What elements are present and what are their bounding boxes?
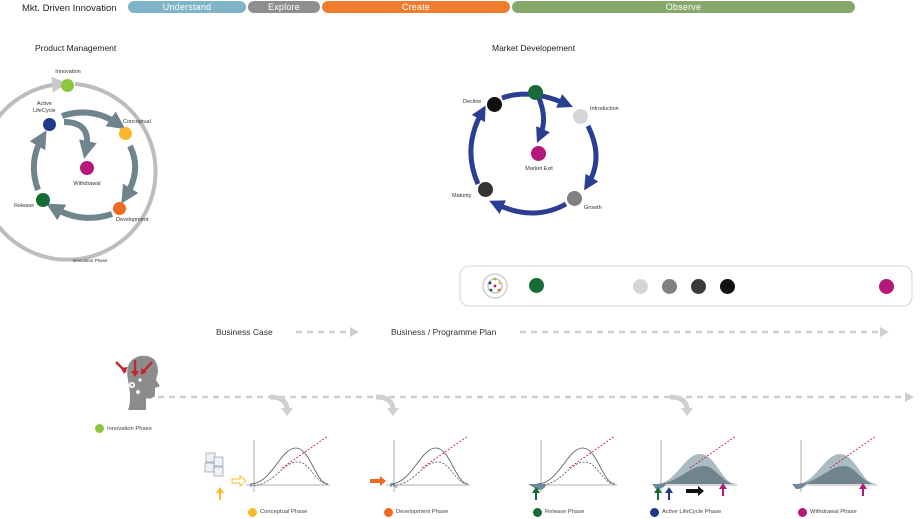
legend-dot-magenta <box>879 279 894 294</box>
development-phase-label: Development Phase <box>396 509 449 515</box>
cycle-arrow-left <box>29 130 47 192</box>
conceptual-label: Conceptual <box>123 119 151 125</box>
market-development-title: Market Developement <box>492 43 576 53</box>
active-lifecycle-label: Active LifeCycle <box>33 101 56 114</box>
innovation-phase-ring-label: Innovation Phase <box>72 258 108 263</box>
withdrawal-node <box>80 161 94 175</box>
market-exit-node <box>531 146 546 161</box>
cycle-arrow-top <box>61 109 126 130</box>
legend-dot-black <box>720 279 735 294</box>
market-arrow-bottom <box>489 200 568 216</box>
cycle-arrow-inner <box>63 119 97 159</box>
innovation-label: Innovation <box>55 69 81 75</box>
conceptual-chart <box>204 435 330 500</box>
release-label: Release <box>14 203 35 209</box>
market-arrow-left <box>468 105 486 186</box>
active-lifecycle-phase-dot <box>650 508 659 517</box>
market-arrow-inner <box>535 94 550 143</box>
page-title: Mkt. Driven Innovation <box>22 3 117 14</box>
withdrawal-label: Withdrawal <box>73 181 101 187</box>
cycle-arrow-bottom <box>46 203 113 221</box>
market-top-node <box>528 85 543 100</box>
introduction-node <box>573 109 588 124</box>
release-chart <box>528 435 617 500</box>
active-lifecycle-node <box>43 118 56 131</box>
market-arrow-right <box>584 124 599 191</box>
product-management-title: Product Management <box>35 43 117 53</box>
decline-node <box>487 97 502 112</box>
development-label: Development <box>116 217 149 223</box>
innovation-ring <box>0 76 158 262</box>
stage-understand[interactable]: Understand <box>128 1 246 13</box>
active-lifecycle-chart <box>652 435 737 500</box>
release-phase-dot <box>533 508 542 517</box>
maturity-node <box>478 182 493 197</box>
legend-dot-lightgrey <box>633 279 648 294</box>
withdrawal-chart <box>792 435 877 496</box>
cycle-arrow-right <box>121 144 139 204</box>
programme-plan-label: Business / Programme Plan <box>391 327 497 337</box>
decline-label: Decline <box>463 99 482 105</box>
stage-explore[interactable]: Explore <box>248 1 320 13</box>
legend-dot-darkgrey <box>691 279 706 294</box>
development-phase-dot <box>384 508 393 517</box>
development-chart <box>370 435 470 492</box>
business-case-label: Business Case <box>216 327 273 337</box>
withdrawal-phase-label: Withdrawal Phase <box>810 509 857 515</box>
maturity-label: Maturity <box>452 193 472 199</box>
head-icon <box>115 355 160 410</box>
legend-dot-green <box>529 278 544 293</box>
release-node <box>36 193 50 207</box>
withdrawal-phase-dot <box>798 508 807 517</box>
conceptual-node <box>119 127 132 140</box>
introduction-label: Introduction <box>590 106 619 112</box>
timeline-branch-1 <box>269 394 290 411</box>
active-lifecycle-phase-label: Active LifeCycle Phase <box>662 509 722 515</box>
development-node <box>113 202 126 215</box>
innovation-phase-label: Innovation Phase <box>107 426 152 432</box>
innovation-node <box>61 79 74 92</box>
legend-dot-grey <box>662 279 677 294</box>
stage-observe[interactable]: Observe <box>512 1 855 13</box>
innovation-phase-dot <box>95 424 104 433</box>
release-phase-label: Release Phase <box>545 509 585 515</box>
legend-bar <box>459 265 913 307</box>
growth-label: Growth <box>584 205 602 211</box>
conceptual-phase-dot <box>248 508 257 517</box>
growth-node <box>567 191 582 206</box>
stage-create[interactable]: Create <box>322 1 510 13</box>
conceptual-phase-label: Conceptual Phase <box>260 509 308 515</box>
market-exit-label: Market Exit <box>525 166 553 172</box>
